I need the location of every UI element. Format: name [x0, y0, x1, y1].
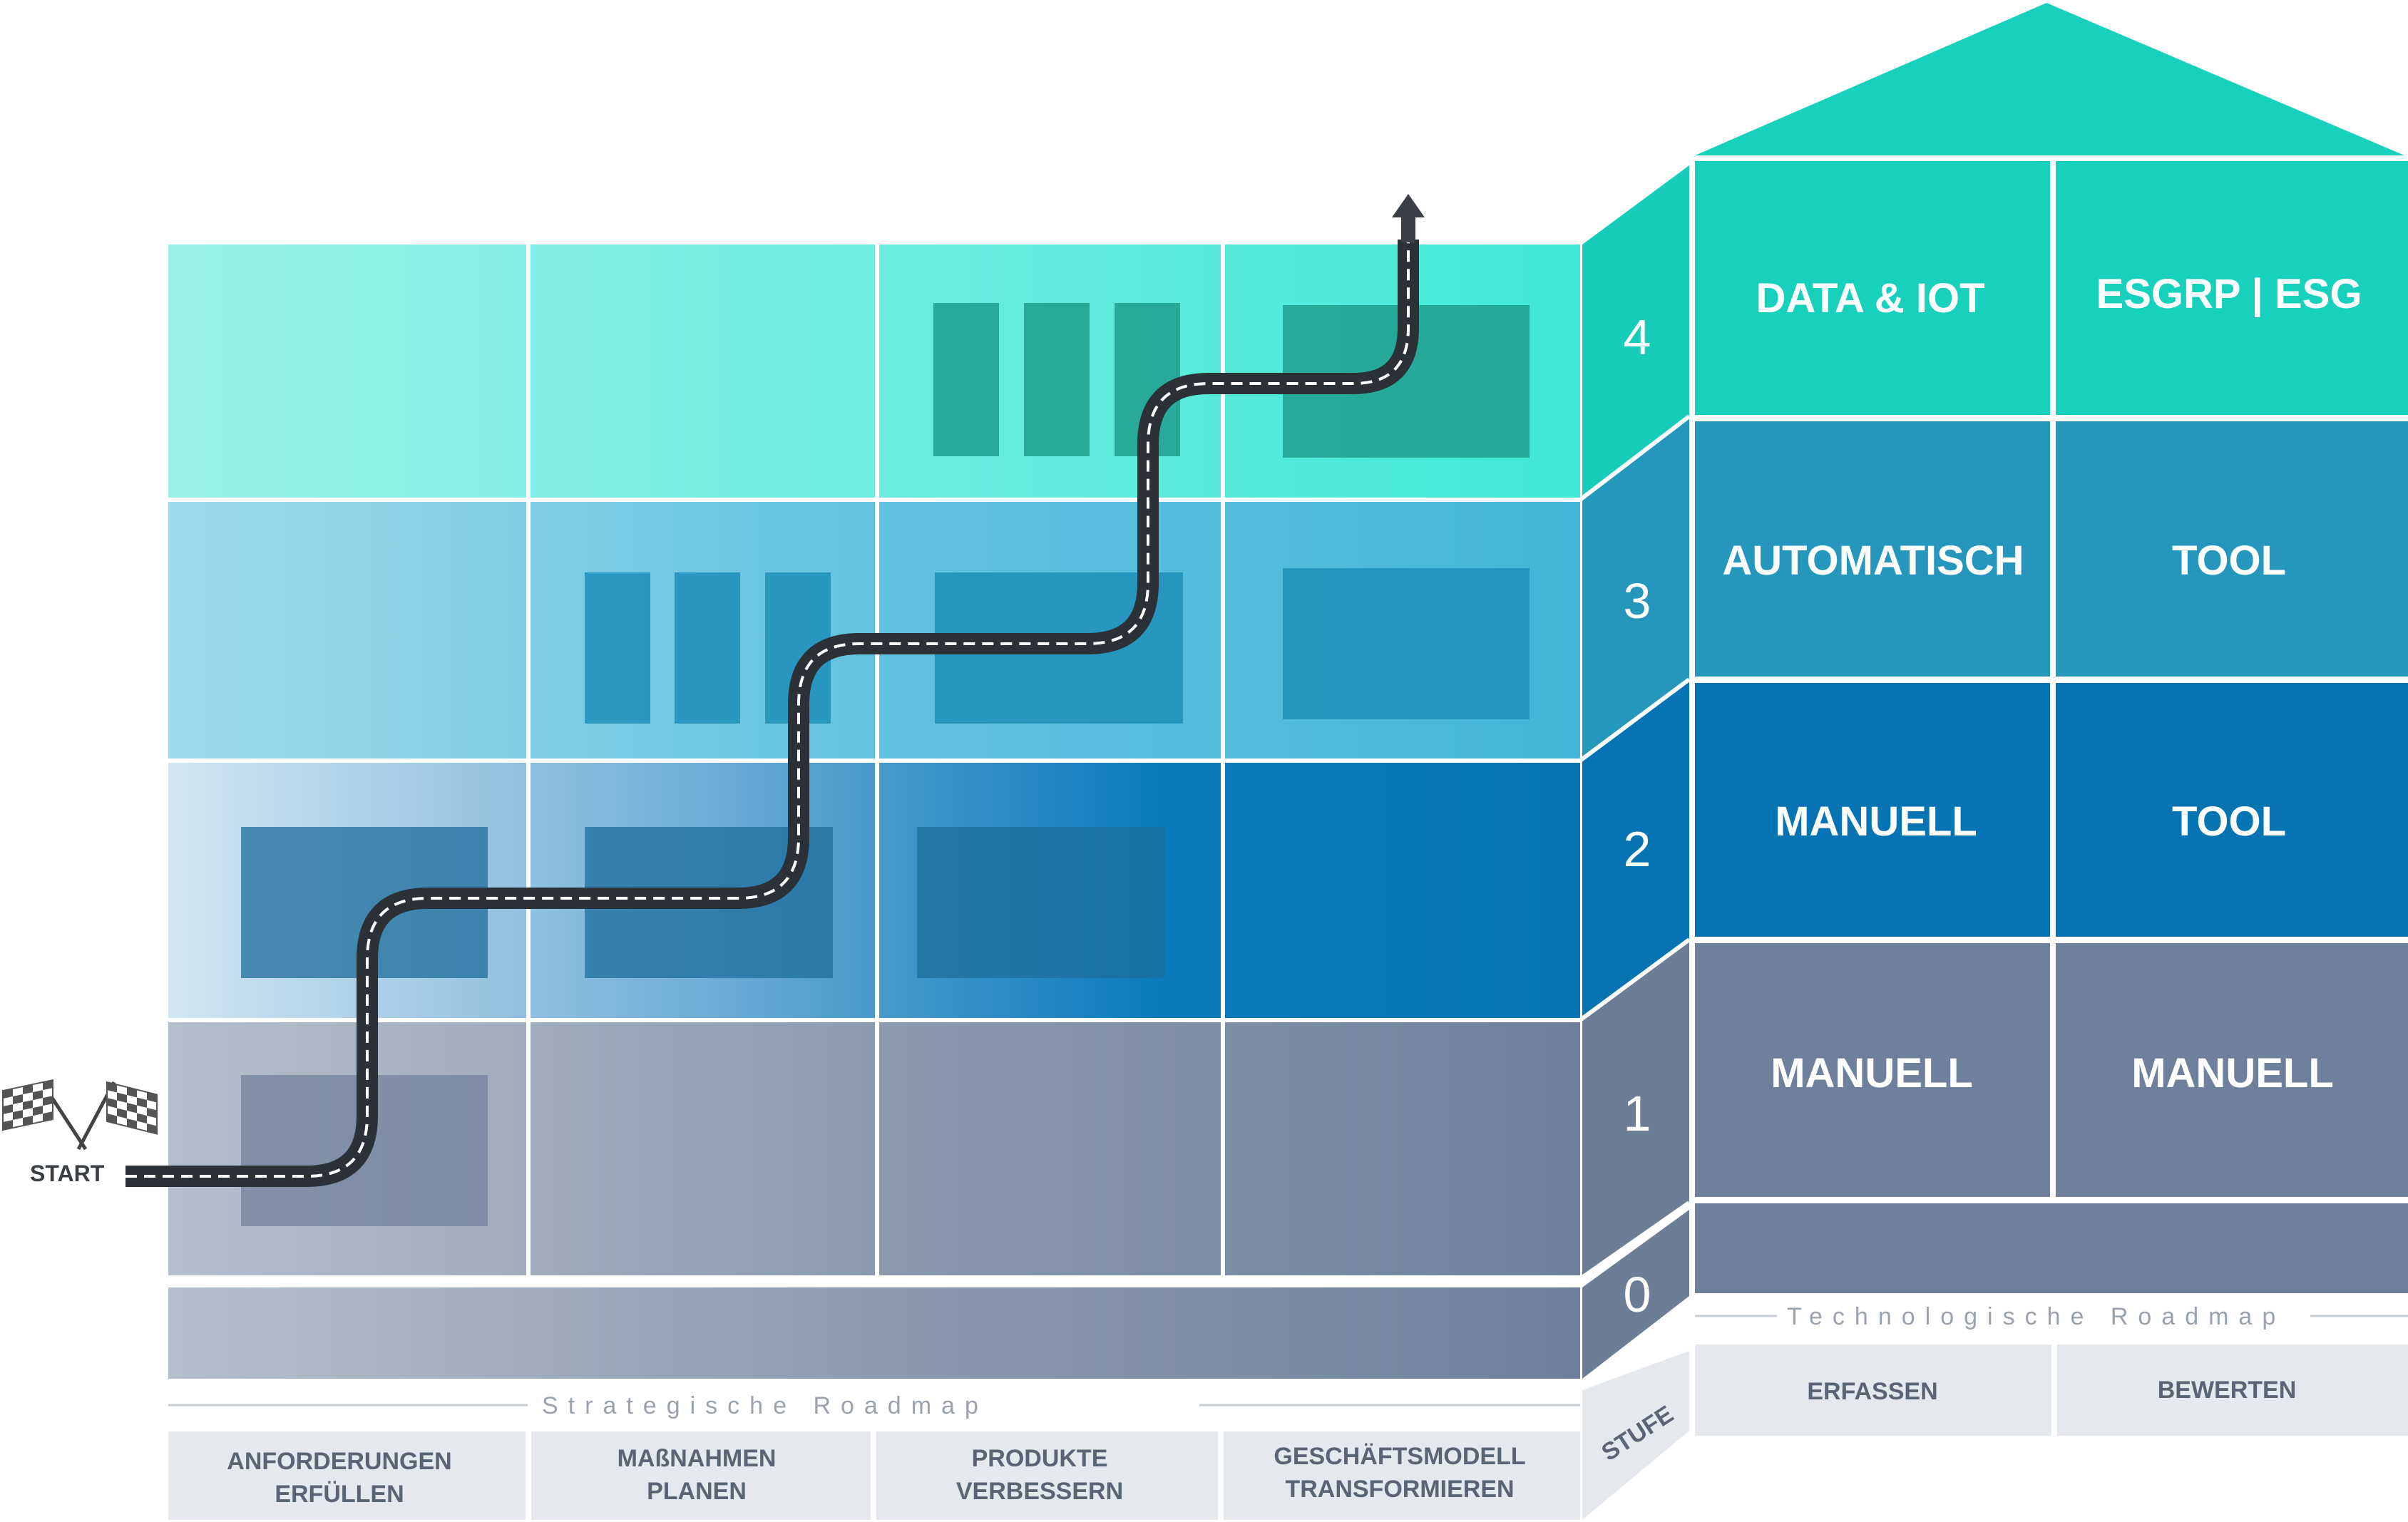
side-face-3	[1582, 416, 1689, 761]
roadmap-road	[125, 194, 1425, 1187]
technological-roadmap-text: Technologische Roadmap	[1787, 1303, 2285, 1330]
side-face-0	[1582, 1210, 1689, 1379]
technological-captions: ERFASSEN BEWERTEN	[1695, 1344, 2408, 1436]
house-roof	[1695, 3, 2404, 155]
caption-col-4-line2: TRANSFORMIEREN	[1285, 1476, 1514, 1503]
side-face-2	[1582, 679, 1689, 1020]
tech-cell-2-bewerten: TOOL	[2172, 798, 2286, 845]
stufe-caption: STUFE	[1582, 1351, 1689, 1520]
level-number-4: 4	[1624, 309, 1651, 365]
road-end-arrow-icon	[1392, 194, 1425, 217]
tech-cell-1-bewerten: MANUELL	[2131, 1050, 2334, 1096]
start-marker: START	[2, 1079, 158, 1186]
level-number-0: 0	[1624, 1267, 1651, 1322]
caption-col-1-line1: ANFORDERUNGEN	[227, 1448, 451, 1475]
tech-cell-4-erfassen: DATA & IOT	[1756, 275, 1984, 322]
technological-roadmap-label: Technologische Roadmap	[1695, 1303, 2408, 1330]
caption-col-2-line2: PLANEN	[647, 1478, 747, 1505]
caption-col-1-line2: ERFÜLLEN	[275, 1481, 404, 1508]
tech-cell-4-bewerten: ESGRP | ESG	[2096, 271, 2362, 317]
grid-lines	[168, 245, 1580, 1275]
road-center-line	[125, 240, 1410, 1178]
tech-cell-1-erfassen: MANUELL	[1771, 1050, 1973, 1096]
technology-house: DATA & IOT ESGRP | ESG AUTOMATISCH TOOL …	[1695, 3, 2408, 1293]
caption-col-2-line1: MAßNAHMEN	[618, 1445, 777, 1472]
level-number-1: 1	[1624, 1086, 1651, 1141]
tech-row-0	[1695, 1203, 2408, 1293]
tech-cell-3-erfassen: AUTOMATISCH	[1722, 538, 2024, 584]
strategic-roadmap-text: Strategische Roadmap	[542, 1392, 988, 1419]
level-0-band	[168, 1287, 1580, 1379]
caption-bewerten: BEWERTEN	[2158, 1377, 2297, 1404]
caption-col-3-line1: PRODUKTE	[972, 1445, 1108, 1472]
caption-col-4-line1: GESCHÄFTSMODELL	[1274, 1443, 1525, 1470]
level-number-3: 3	[1624, 573, 1651, 629]
tech-cell-2-erfassen: MANUELL	[1775, 798, 1977, 845]
side-face-1	[1582, 940, 1689, 1279]
caption-erfassen: ERFASSEN	[1807, 1378, 1937, 1405]
strategy-matrix	[168, 245, 1580, 1379]
tech-cell-3-bewerten: TOOL	[2172, 538, 2286, 584]
caption-col-3-line2: VERBESSERN	[956, 1478, 1123, 1505]
checkered-flags-icon	[2, 1079, 158, 1151]
side-face-4	[1582, 165, 1689, 500]
start-label: START	[30, 1161, 105, 1186]
level-number-2: 2	[1624, 821, 1651, 877]
strategic-captions: ANFORDERUNGEN ERFÜLLEN MAßNAHMEN PLANEN …	[168, 1431, 1580, 1520]
level-side-faces: 4 3 2 1 0	[1579, 165, 1691, 1379]
strategic-roadmap-label: Strategische Roadmap	[168, 1392, 1580, 1419]
